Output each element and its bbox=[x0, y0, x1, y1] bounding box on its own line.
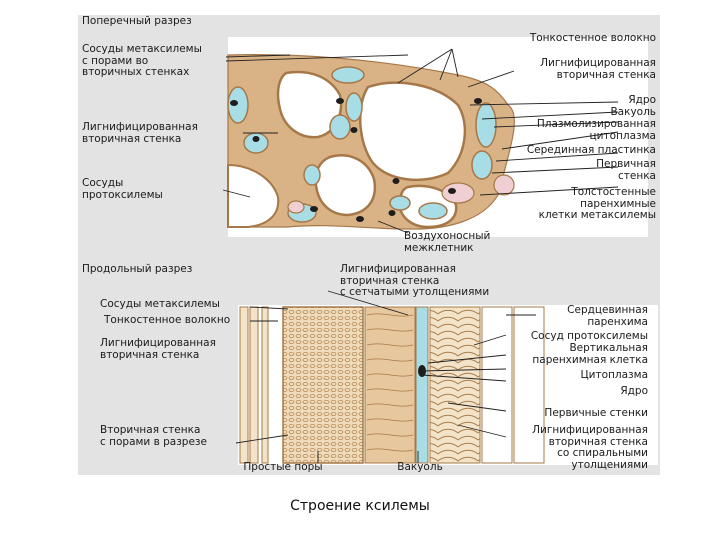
label-pith-parenchyma: Сердцевинная паренхима bbox=[567, 304, 648, 328]
label-lignified-wall-long: Лигнифицированная вторичная стенка bbox=[100, 337, 216, 361]
label-nucleus-cross: Ядро bbox=[628, 94, 656, 106]
longitudinal-section-tissue bbox=[235, 290, 658, 465]
label-thin-walled-fiber-cross: Тонкостенное волокно bbox=[529, 32, 656, 44]
label-simple-pores: Простые поры bbox=[243, 461, 323, 473]
label-vacuole-cross: Вакуоль bbox=[610, 106, 656, 118]
label-vertical-parenchyma: Вертикальная паренхимная клетка bbox=[532, 342, 648, 366]
cross-section-tissue bbox=[222, 37, 648, 237]
xylem-illustration bbox=[222, 37, 658, 465]
longitudinal-section-title: Продольный разрез bbox=[82, 263, 193, 275]
cross-section-title: Поперечный разрез bbox=[82, 15, 192, 27]
label-air-space: Воздухоносный межклетник bbox=[404, 230, 491, 254]
label-protoxylem-vessels: Сосуды протоксилемы bbox=[82, 177, 163, 201]
label-plasmolyzed-cytoplasm: Плазмолизированная цитоплазма bbox=[536, 118, 656, 142]
figure-caption: Строение ксилемы bbox=[290, 498, 430, 514]
diagram-panel: Поперечный разрез Сосуды метаксилемы с п… bbox=[78, 15, 660, 475]
label-protoxylem-vessel: Сосуд протоксилемы bbox=[530, 330, 648, 342]
label-metaxylem-vessels-long: Сосуды метаксилемы bbox=[100, 298, 220, 310]
label-cytoplasm-long: Цитоплазма bbox=[580, 369, 648, 381]
label-secondary-wall-pores: Вторичная стенка с порами в разрезе bbox=[100, 424, 207, 448]
label-metaxylem-vessels-cross: Сосуды метаксилемы с порами во вторичных… bbox=[82, 43, 202, 78]
nucleus-dots bbox=[230, 98, 482, 222]
label-parenchyma: Толстостенные паренхимные клетки метакси… bbox=[538, 186, 656, 221]
label-primary-wall: Первичная стенка bbox=[596, 158, 656, 182]
label-thin-fiber-long: Тонкостенное волокно bbox=[104, 314, 231, 326]
label-lignified-wall-left: Лигнифицированная вторичная стенка bbox=[82, 121, 198, 145]
label-middle-lamella: Серединная пластинка bbox=[526, 144, 656, 156]
label-lignified-reticulate: Лигнифицированная вторичная стенка с сет… bbox=[340, 263, 490, 298]
label-nucleus-long: Ядро bbox=[620, 385, 648, 397]
label-spiral-wall: Лигнифицированная вторичная стенка со сп… bbox=[532, 424, 648, 471]
label-vacuole-long: Вакуоль bbox=[397, 461, 443, 473]
label-primary-walls-long: Первичные стенки bbox=[544, 407, 648, 419]
label-lignified-wall-right: Лигнифицированная вторичная стенка bbox=[540, 57, 656, 81]
